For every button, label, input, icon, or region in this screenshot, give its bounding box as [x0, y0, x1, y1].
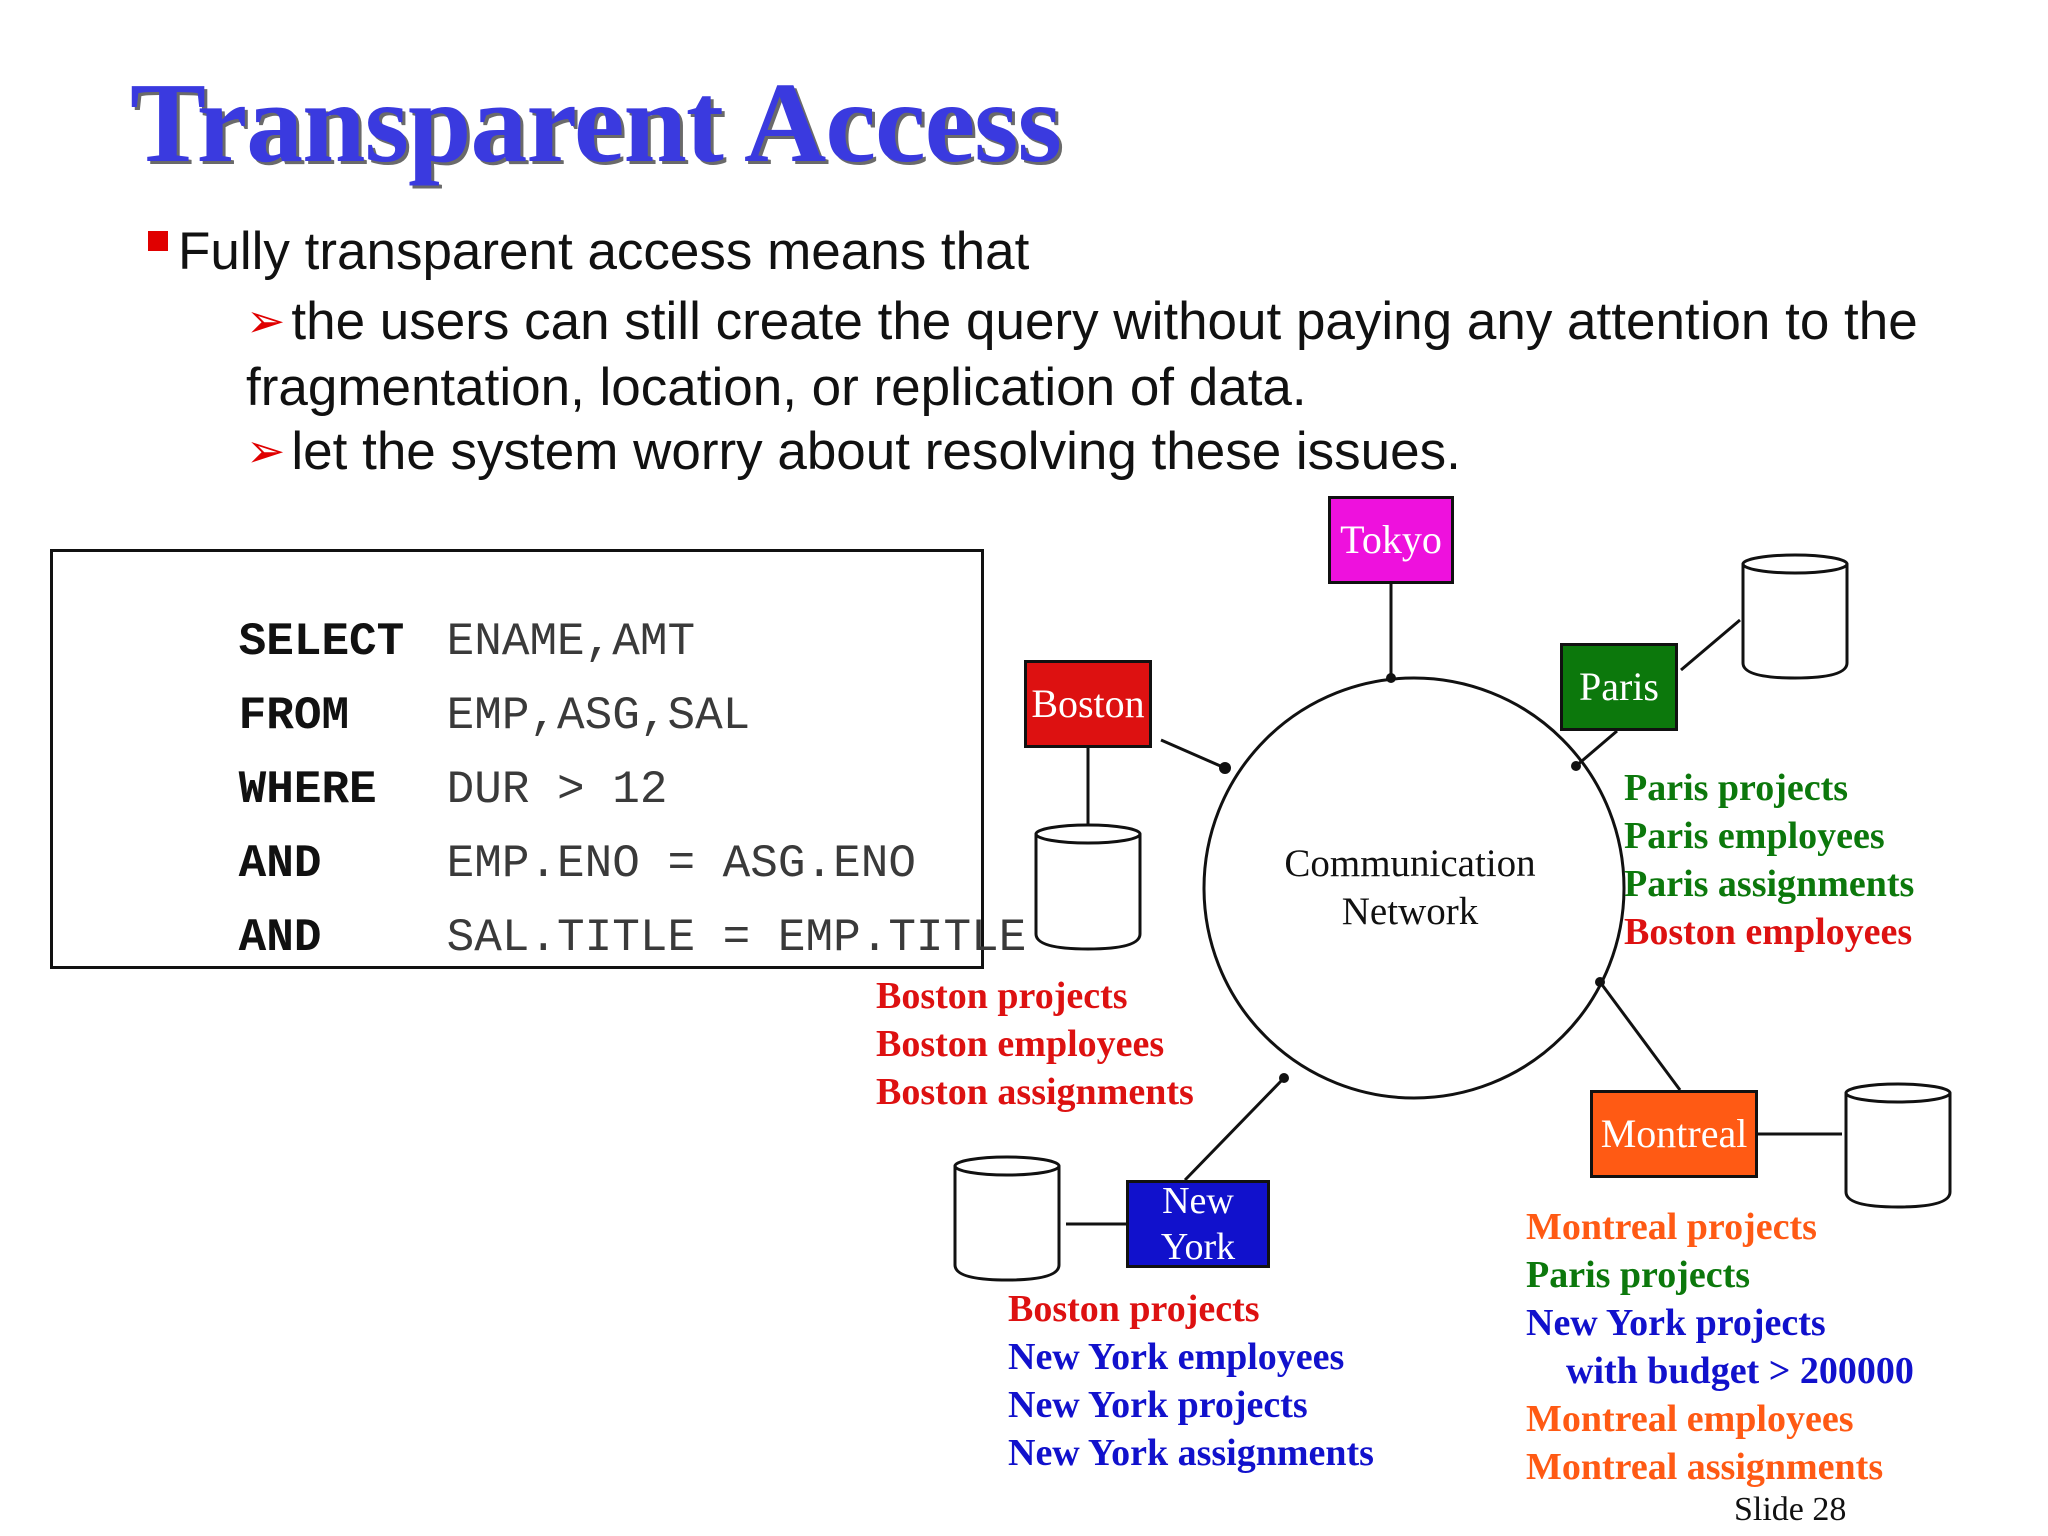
newyork-link [1183, 1076, 1286, 1182]
fragment-item: Montreal assignments [1526, 1446, 1884, 1488]
fragment-item: Boston employees [1624, 911, 1913, 953]
query-clause: SAL.TITLE = EMP.TITLE [446, 912, 1027, 964]
fragment-item: New York projects [1008, 1384, 1308, 1426]
sub-bullet-2: ➢let the system worry about resolving th… [246, 418, 2006, 485]
site-montreal-label: Montreal [1600, 1111, 1748, 1156]
query-row: AND EMP.ENO = ASG.ENO [73, 786, 916, 890]
paris-database-link [1680, 618, 1741, 672]
site-newyork-label-line: York [1160, 1226, 1236, 1268]
tokyo-connection-node [1386, 673, 1396, 683]
newyork-fragment-list: Boston projects New York employees New Y… [1008, 1285, 1374, 1477]
paris-connection-node [1571, 761, 1581, 771]
fragment-item: Boston projects [876, 975, 1128, 1017]
query-row: AND SAL.TITLE = EMP.TITLE [73, 860, 1027, 964]
site-montreal: Montreal [1590, 1090, 1758, 1178]
site-tokyo-label: Tokyo [1340, 517, 1442, 562]
sub-bullet-text-1: the users can still create the query wit… [246, 292, 1918, 417]
fragment-item: Paris employees [1624, 815, 1885, 857]
query-row: SELECT ENAME,AMT [73, 564, 695, 668]
fragment-item: New York projects [1526, 1302, 1826, 1344]
paris-fragment-list: Paris projects Paris employees Paris ass… [1624, 764, 1914, 956]
site-tokyo: Tokyo [1328, 496, 1454, 584]
sub-bullet-1: ➢the users can still create the query wi… [246, 288, 2006, 421]
query-keyword: AND [238, 838, 322, 890]
query-keyword: FROM [238, 690, 350, 742]
slide-number: Slide 28 [1734, 1491, 1847, 1528]
query-clause: ENAME,AMT [446, 616, 696, 668]
boston-database-icon [1034, 823, 1142, 951]
site-newyork-label-line: New [1162, 1180, 1234, 1222]
fragment-item: New York employees [1008, 1336, 1345, 1378]
fragment-item: Boston projects [1008, 1288, 1260, 1330]
site-newyork: New York [1126, 1180, 1270, 1268]
network-label-line: Network [1341, 890, 1479, 933]
fragment-item: Paris assignments [1624, 863, 1915, 905]
main-bullet-text: Fully transparent access means that [178, 222, 1030, 281]
query-clause: EMP.ENO = ASG.ENO [446, 838, 916, 890]
site-newyork-label-group: New York [1161, 1178, 1235, 1270]
site-paris-label: Paris [1579, 664, 1659, 709]
arrow-bullet-icon: ➢ [246, 294, 286, 347]
montreal-fragment-list: Montreal projects Paris projects New Yor… [1526, 1203, 1914, 1491]
site-boston: Boston [1024, 660, 1152, 748]
query-row: FROM EMP,ASG,SAL [73, 638, 751, 742]
sql-query-box: SELECT ENAME,AMT FROM EMP,ASG,SAL WHERE DUR… [50, 549, 1026, 969]
fragment-item: Paris projects [1624, 767, 1849, 809]
query-clause: EMP,ASG,SAL [446, 690, 751, 742]
query-keyword: WHERE [238, 764, 377, 816]
fragment-item: Montreal employees [1526, 1398, 1854, 1440]
fragment-item: Paris projects [1526, 1254, 1751, 1296]
query-keyword: SELECT [238, 616, 405, 668]
query-row: WHERE DUR > 12 [73, 712, 668, 816]
query-keyword: AND [238, 912, 322, 964]
newyork-database-icon [953, 1155, 1061, 1282]
site-boston-label: Boston [1031, 681, 1145, 726]
newyork-connection-node [1279, 1073, 1289, 1083]
red-square-bullet-icon [148, 231, 168, 251]
fragment-item: Montreal projects [1526, 1206, 1817, 1248]
site-paris: Paris [1560, 643, 1678, 731]
boston-connection-node [1219, 762, 1231, 774]
network-label-line: Communication [1284, 842, 1536, 885]
boston-link [1160, 738, 1226, 770]
slide-title: Transparent Access [130, 59, 1062, 186]
query-clause: DUR > 12 [446, 764, 668, 816]
paris-link [1575, 729, 1618, 768]
fragment-item: Boston employees [876, 1023, 1165, 1065]
paris-database-icon [1741, 553, 1849, 680]
fragment-item: with budget > 200000 [1566, 1350, 1914, 1392]
communication-network-label: Communication Network [1250, 840, 1570, 936]
fragment-item: New York assignments [1008, 1432, 1374, 1474]
montreal-database-icon [1844, 1082, 1952, 1209]
boston-fragment-list: Boston projects Boston employees Boston … [876, 972, 1194, 1116]
sub-bullet-text-2: let the system worry about resolving the… [291, 422, 1461, 481]
arrow-bullet-icon: ➢ [246, 424, 286, 477]
montreal-link [1598, 981, 1682, 1091]
fragment-item: Boston assignments [876, 1071, 1194, 1113]
montreal-connection-node [1595, 977, 1605, 987]
